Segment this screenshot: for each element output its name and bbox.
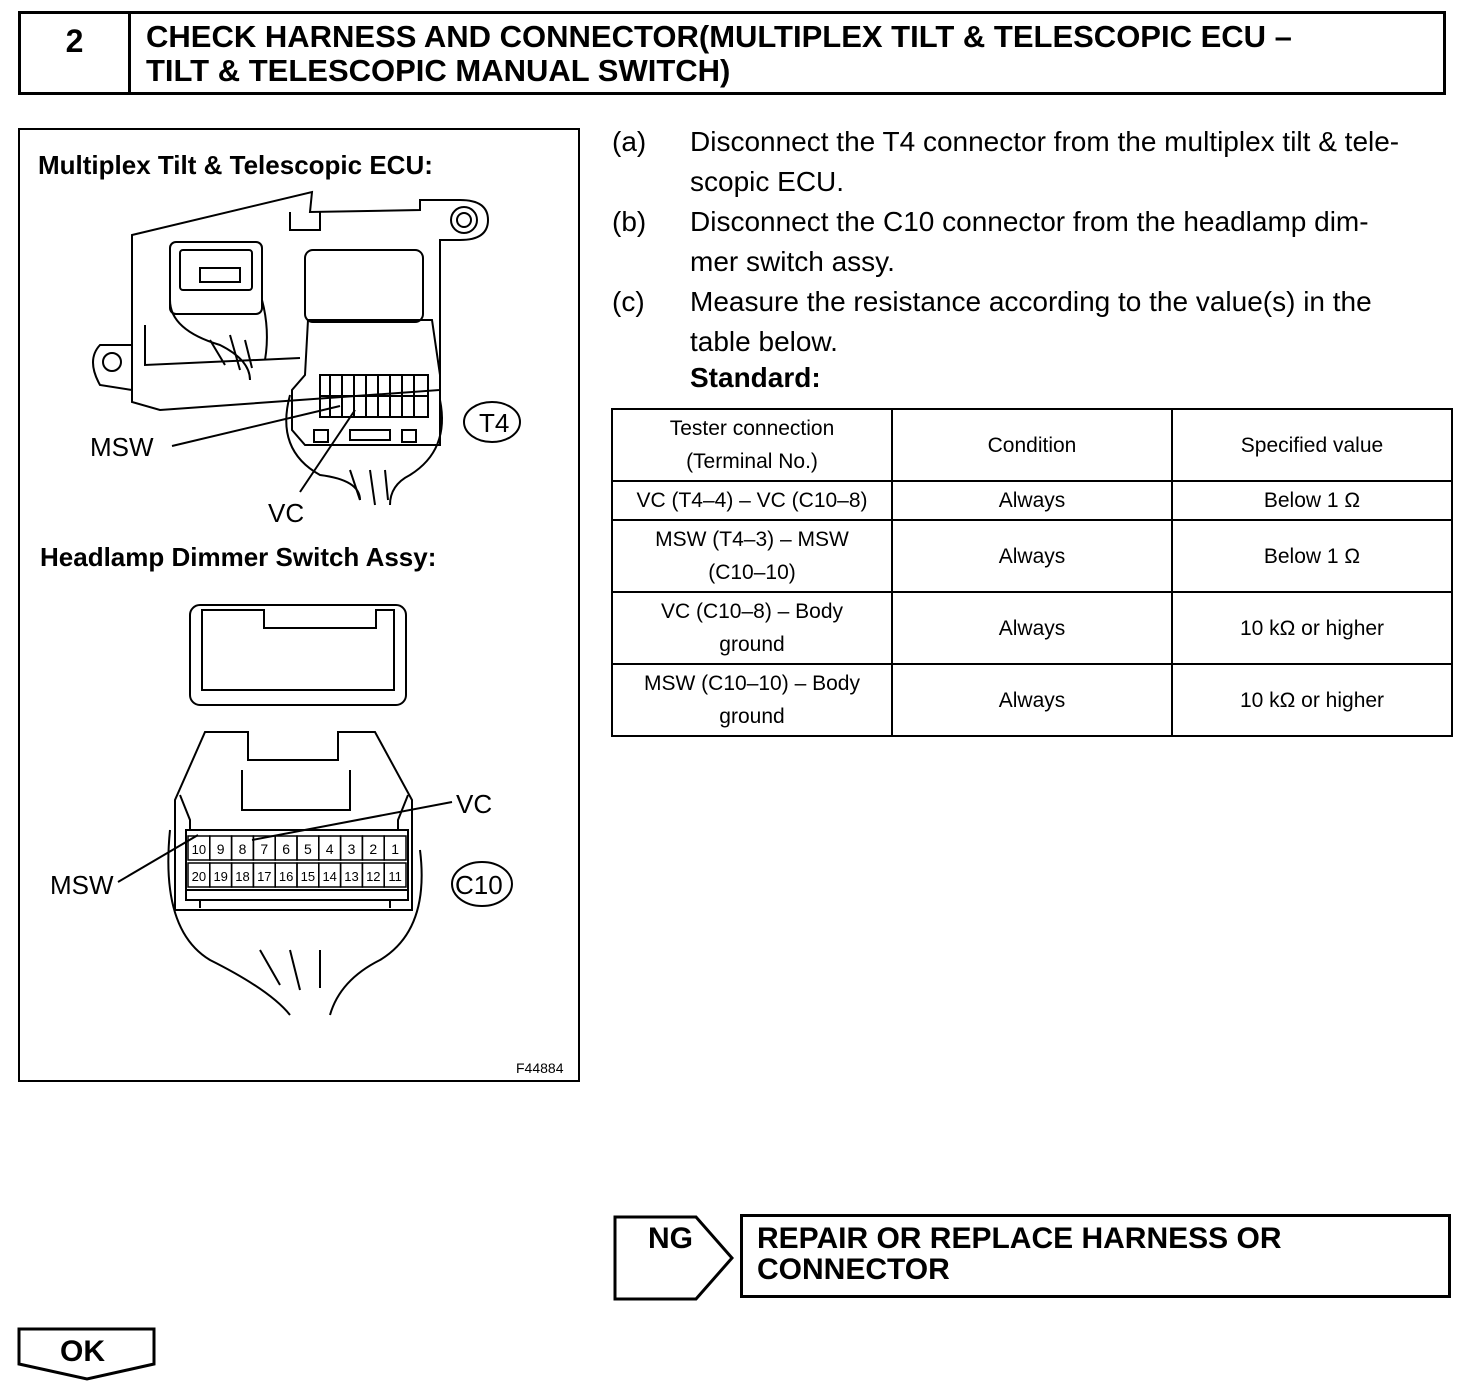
c10-pin-number: 14 — [322, 869, 336, 884]
c10-pin-number: 9 — [217, 841, 225, 857]
c10-pin-number: 1 — [391, 841, 399, 857]
step-b-letter: (b) — [612, 206, 647, 237]
step-c-letter: (c) — [612, 286, 645, 317]
cell-connection: VC (T4–4) – VC (C10–8) — [611, 480, 893, 521]
c10-label: C10 — [455, 870, 503, 900]
cell-connection-line1: VC (C10–8) – Body — [660, 600, 844, 623]
ecu-heading: Multiplex Tilt & Telescopic ECU: — [38, 150, 433, 180]
step-c-line1: Measure the resistance according to the … — [690, 286, 1372, 317]
vc-label-top: VC — [268, 498, 305, 528]
cell-connection: VC (C10–8) – Body ground — [611, 591, 893, 665]
table-row: VC (C10–8) – Body ground Always 10 kΩ or… — [611, 591, 1453, 665]
step-a-line1: Disconnect the T4 connector from the mul… — [690, 126, 1400, 157]
cell-connection-line2: ground — [719, 633, 785, 656]
step-c-text: Measure the resistance according to the … — [690, 282, 1452, 362]
step-number: 2 — [21, 14, 131, 92]
cell-value: 10 kΩ or higher — [1171, 663, 1453, 737]
cell-value: 10 kΩ or higher — [1171, 591, 1453, 665]
standard-label: Standard: — [690, 362, 821, 393]
cell-value: Below 1 Ω — [1171, 519, 1453, 593]
ng-label: NG — [648, 1222, 693, 1255]
header-tester-connection: Tester connection (Terminal No.) — [611, 408, 893, 482]
cell-connection-line2: ground — [719, 705, 785, 728]
c10-pin-number: 10 — [192, 842, 206, 857]
c10-pin-number: 6 — [282, 841, 290, 857]
c10-pin-number: 17 — [257, 869, 271, 884]
step-a-text: Disconnect the T4 connector from the mul… — [690, 122, 1452, 202]
c10-pin-number: 3 — [348, 841, 356, 857]
step-b-text: Disconnect the C10 connector from the he… — [690, 202, 1452, 282]
vc-label-bottom: VC — [456, 789, 493, 819]
cell-condition: Always — [891, 480, 1173, 521]
t4-connector-drawing — [285, 319, 443, 506]
ok-label: OK — [60, 1335, 105, 1368]
c10-connector-drawing — [167, 731, 423, 1016]
cell-condition: Always — [891, 519, 1173, 593]
header-condition: Condition — [891, 408, 1173, 482]
upper-harness-drawing — [169, 299, 268, 381]
cell-connection: MSW (C10–10) – Body ground — [611, 663, 893, 737]
ng-action-text: REPAIR OR REPLACE HARNESS OR CONNECTOR — [757, 1223, 1436, 1285]
step-b-line2: mer switch assy. — [690, 246, 895, 277]
cell-condition: Always — [891, 663, 1173, 737]
cell-condition: Always — [891, 591, 1173, 665]
dimmer-heading: Headlamp Dimmer Switch Assy: — [40, 542, 437, 572]
c10-pin-number: 16 — [279, 869, 293, 884]
table-header-row: Tester connection (Terminal No.) Conditi… — [611, 408, 1453, 482]
dimmer-switch-top-drawing — [189, 604, 407, 706]
table-row: VC (T4–4) – VC (C10–8) Always Below 1 Ω — [611, 480, 1453, 521]
table-row: MSW (T4–3) – MSW (C10–10) Always Below 1… — [611, 519, 1453, 593]
c10-pin-number: 5 — [304, 841, 312, 857]
ng-action-box[interactable]: REPAIR OR REPLACE HARNESS OR CONNECTOR — [740, 1214, 1451, 1298]
ng-action-line1: REPAIR OR REPLACE HARNESS OR — [757, 1222, 1282, 1255]
msw-label-top: MSW — [90, 432, 154, 462]
c10-pin-cell — [383, 835, 407, 861]
ecu-body-drawing — [92, 190, 490, 412]
step-c-line2: table below. — [690, 326, 838, 357]
ok-arrow-box[interactable] — [16, 1326, 158, 1382]
c10-pin-number: 15 — [301, 869, 315, 884]
spec-table: Tester connection (Terminal No.) Conditi… — [611, 408, 1453, 737]
cell-connection: MSW (T4–3) – MSW (C10–10) — [611, 519, 893, 593]
step-header: 2 CHECK HARNESS AND CONNECTOR(MULTIPLEX … — [18, 11, 1446, 95]
cell-connection-line2: (C10–10) — [708, 561, 796, 584]
c10-pin-number: 11 — [388, 869, 402, 884]
step-title-line2: TILT & TELESCOPIC MANUAL SWITCH) — [146, 53, 731, 88]
c10-pin-number: 18 — [235, 869, 249, 884]
c10-pin-cell — [383, 862, 407, 888]
ng-arrow-box[interactable] — [612, 1214, 736, 1302]
step-title: CHECK HARNESS AND CONNECTOR(MULTIPLEX TI… — [146, 20, 1433, 88]
c10-pin-number: 4 — [326, 841, 334, 857]
header-specified-value: Specified value — [1171, 408, 1453, 482]
c10-pin-number: 20 — [192, 869, 206, 884]
header-tester-connection-line2: (Terminal No.) — [686, 450, 818, 473]
c10-pin-number: 19 — [213, 869, 227, 884]
c10-pin-number: 7 — [260, 841, 268, 857]
t4-label: T4 — [479, 408, 510, 438]
cell-connection-line1: MSW (C10–10) – Body — [644, 672, 860, 695]
figure-code: F44884 — [516, 1060, 564, 1076]
c10-pin-number: 13 — [344, 869, 358, 884]
c10-pin-number: 8 — [239, 841, 247, 857]
table-row: MSW (C10–10) – Body ground Always 10 kΩ … — [611, 663, 1453, 737]
step-b-line1: Disconnect the C10 connector from the he… — [690, 206, 1369, 237]
cell-connection-line1: MSW (T4–3) – MSW — [655, 528, 849, 551]
cell-value: Below 1 Ω — [1171, 480, 1453, 521]
ng-action-line2: CONNECTOR — [757, 1253, 950, 1286]
c10-pin-number: 12 — [366, 869, 380, 884]
step-a-letter: (a) — [612, 126, 647, 157]
step-a-line2: scopic ECU. — [690, 166, 845, 197]
step-title-line1: CHECK HARNESS AND CONNECTOR(MULTIPLEX TI… — [146, 19, 1292, 54]
msw-label-bottom: MSW — [50, 870, 114, 900]
c10-pin-number: 2 — [369, 841, 377, 857]
header-tester-connection-line1: Tester connection — [669, 417, 835, 440]
